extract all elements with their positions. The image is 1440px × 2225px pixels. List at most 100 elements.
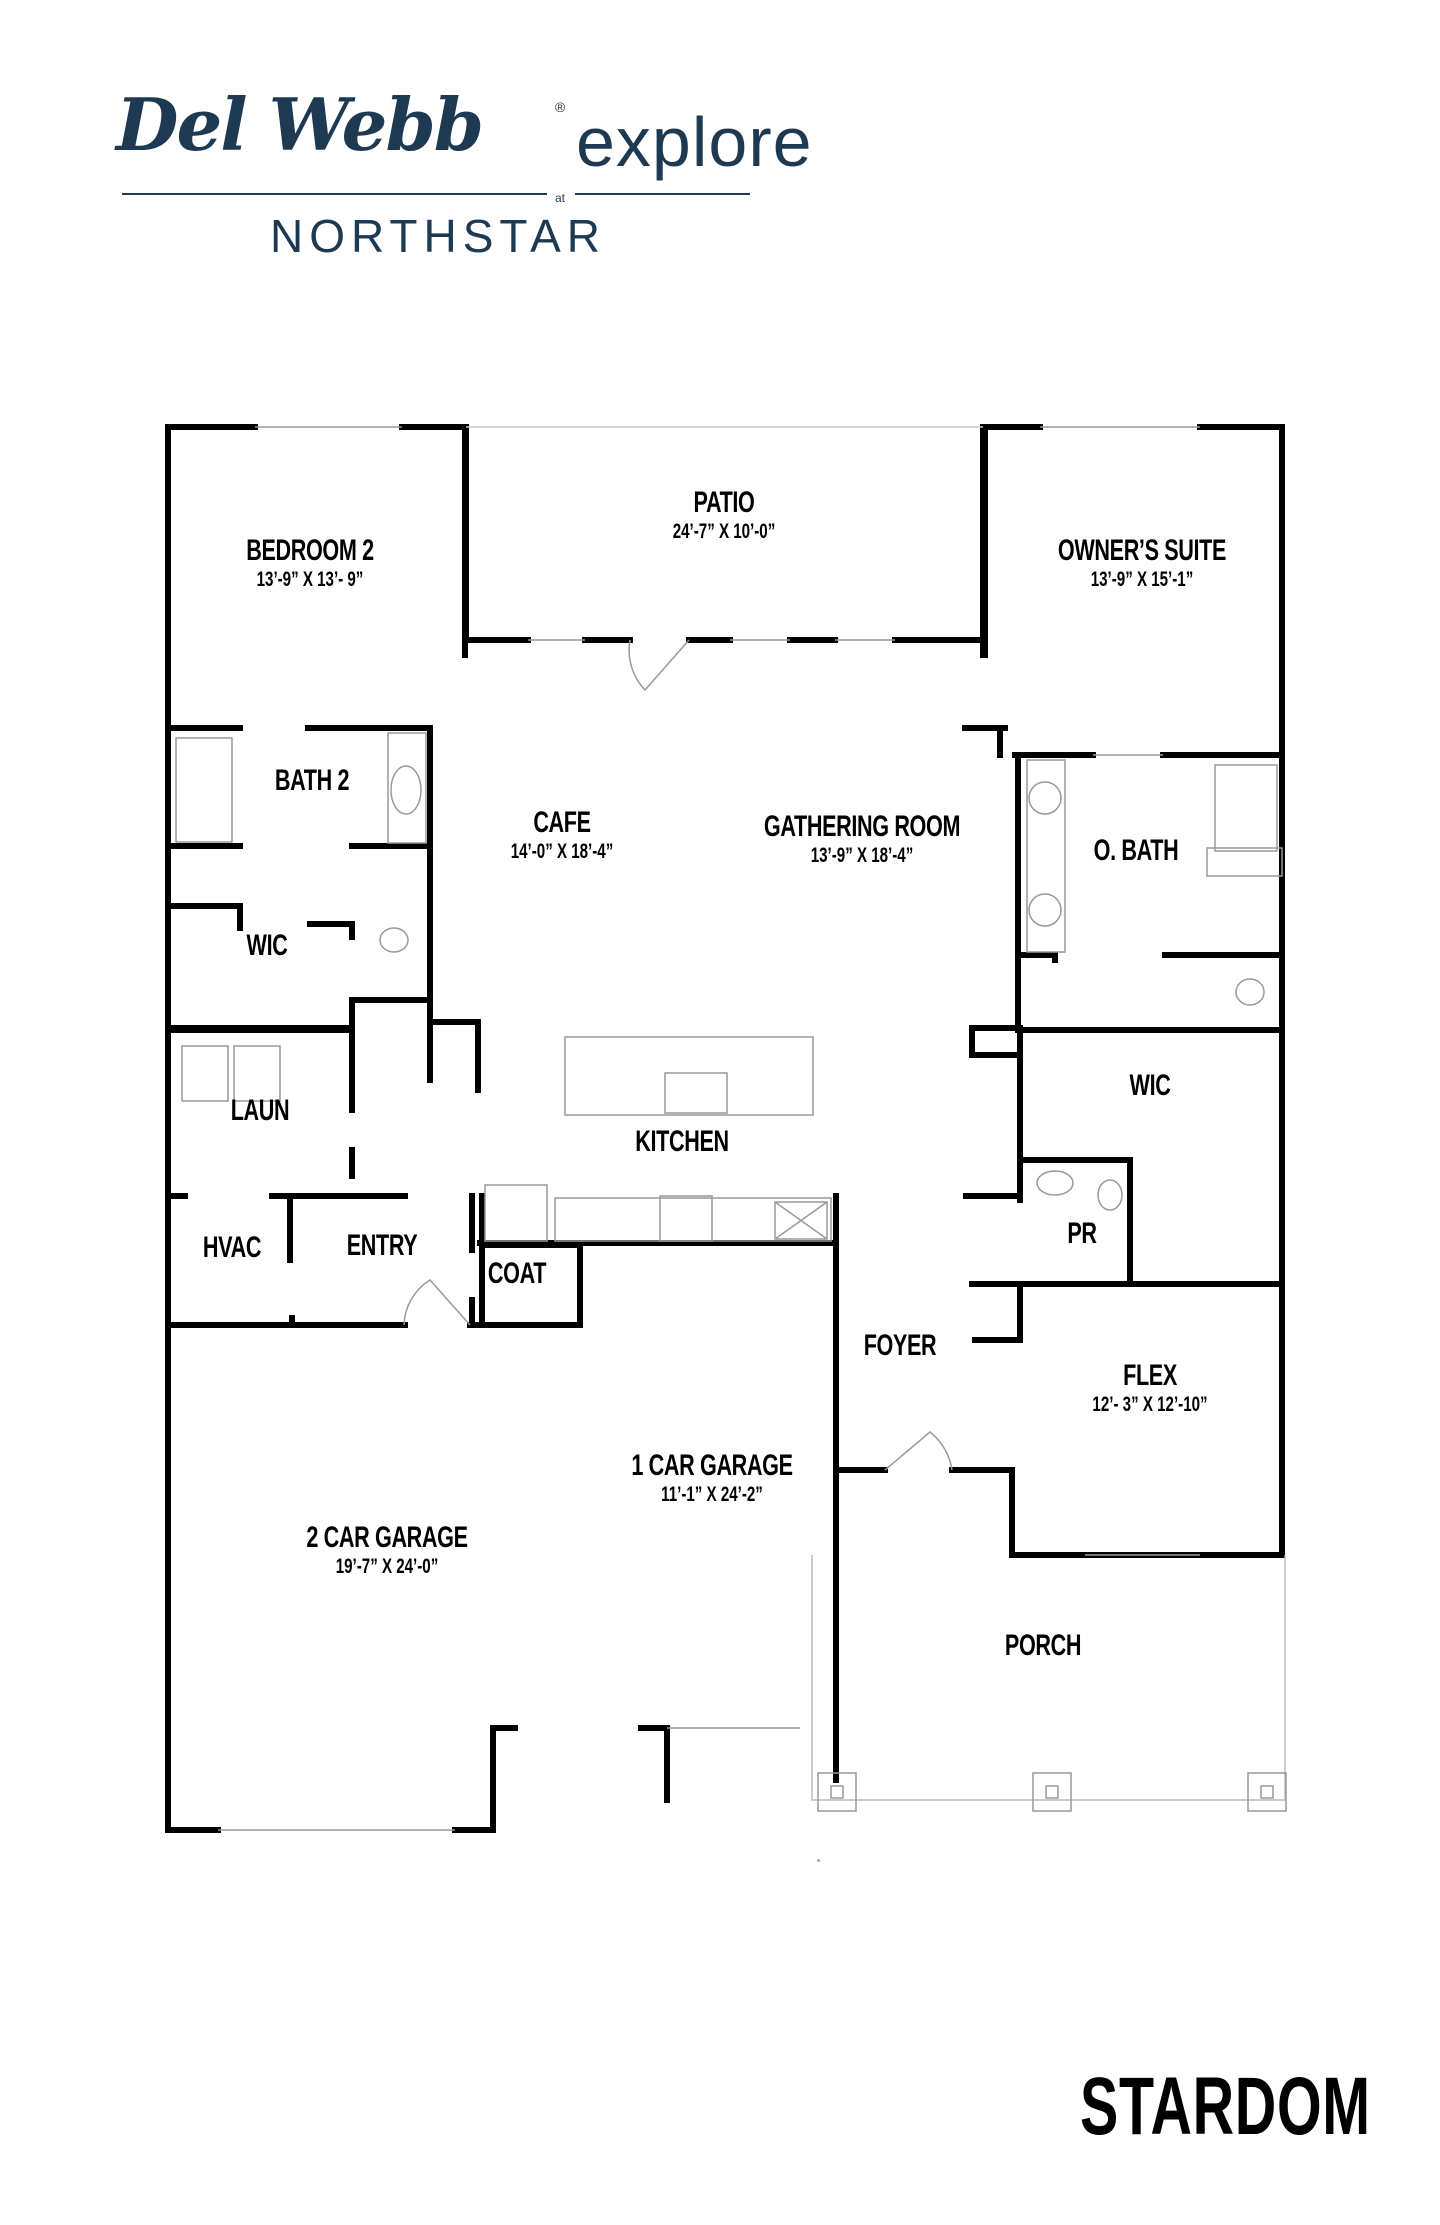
wall [962,725,1008,758]
room-name: PATIO [693,486,755,519]
room-name: ENTRY [346,1229,418,1262]
room-1-car-garage: 1 CAR GARAGE 11’-1” X 24’-2” [600,1450,824,1507]
porch-column-inner [830,1785,844,1799]
logo-brand-word: explore [576,103,813,181]
room-name: GATHERING ROOM [763,810,961,843]
wall [835,1467,1285,1558]
room-name: COAT [487,1257,547,1290]
door-swing [628,639,690,692]
toilet [379,927,409,953]
washer [181,1045,229,1102]
porch-column-inner [1260,1785,1274,1799]
counter [554,1197,832,1242]
room-bath-2: BATH 2 [260,765,363,797]
fixtures [175,426,1287,1862]
dishwasher-x [774,1201,828,1240]
door-swing [884,1431,953,1471]
room-name: CAFE [533,806,591,839]
logo-rule-left [122,193,547,195]
room-laundry: LAUN [219,1095,300,1127]
walls [165,424,1285,1833]
room-dims: 24’-7” X 10’-0” [672,519,776,543]
sink [664,1072,728,1114]
plan-name: STARDOM [1080,2061,1371,2152]
porch-outline [811,1555,1286,1801]
wall [165,1315,295,1328]
room-owners-suite: OWNER’S SUITE 13’-9” X 15’-1” [1025,535,1259,592]
porch-column [817,1772,857,1812]
room-dims: 12’- 3” X 12’-10” [1092,1392,1208,1416]
room-name: KITCHEN [635,1125,729,1158]
bench [1206,847,1283,877]
room-name: WIC [246,929,288,962]
porch-column [1247,1772,1287,1812]
toilet [1235,978,1265,1006]
room-entry: ENTRY [333,1230,431,1262]
room-name: 1 CAR GARAGE [631,1449,793,1482]
cooktop [659,1195,713,1242]
tub [387,732,427,844]
shower [175,737,233,843]
kitchen-island [564,1036,814,1116]
room-coat: COAT [477,1258,558,1290]
fridge [484,1184,548,1242]
room-name: PR [1067,1217,1097,1250]
room-2-car-garage: 2 CAR GARAGE 19’-7” X 24’-0” [275,1522,499,1579]
logo-connector: at [555,191,566,205]
room-dims: 14’-0” X 18’-4” [510,839,614,863]
room-hvac: HVAC [192,1232,273,1264]
wall [1017,1027,1133,1287]
room-owners-bath: O. BATH [1077,835,1195,867]
room-porch: PORCH [990,1630,1096,1662]
registered-mark: ® [555,99,566,115]
tub-basin [390,765,422,815]
sink [1028,893,1062,927]
room-name: 2 CAR GARAGE [306,1521,468,1554]
room-wic-owner: WIC [1122,1070,1179,1102]
room-name: OWNER’S SUITE [1057,534,1227,567]
wall [1015,952,1285,963]
room-wic-bedroom: WIC [239,930,296,962]
shower [1214,764,1278,852]
room-powder: PR [1062,1218,1103,1250]
room-dims: 13’-9” X 13’- 9” [256,567,364,591]
room-name: LAUN [230,1094,290,1127]
logo-brand-script: Del Webb [116,82,484,167]
room-cafe: CAFE 14’-0” X 18’-4” [491,807,633,864]
room-name: BEDROOM 2 [246,534,374,567]
wall [349,997,433,1113]
room-foyer: FOYER [850,1330,951,1362]
del-webb-logo: Del Webb ® explore at NORTHSTAR [110,82,812,265]
wall [165,1027,355,1113]
vanity [1026,759,1066,953]
wall [982,424,1285,1558]
wall [167,903,355,940]
room-dims: 13’-9” X 18’-4” [810,843,914,867]
room-dims: 13’-9” X 15’-1” [1090,567,1194,591]
garage-door [218,1727,800,1831]
room-bedroom-2: BEDROOM 2 13’-9” X 13’- 9” [221,535,398,592]
logo-rule-right [575,193,750,195]
dot [817,1859,820,1862]
porch-column-inner [1045,1785,1059,1799]
wall [969,1025,1023,1058]
door-swing [403,1279,471,1326]
room-name: O. BATH [1093,834,1179,867]
room-name: FLEX [1123,1359,1177,1392]
wall [1015,752,1285,1033]
wall [427,725,481,1093]
room-kitchen: KITCHEN [617,1126,747,1158]
room-name: WIC [1129,1069,1171,1102]
logo-community: NORTHSTAR [270,210,606,262]
room-gathering-room: GATHERING ROOM 13’-9” X 18’-4” [726,811,998,868]
wall [969,1281,1023,1343]
room-name: FOYER [863,1329,937,1362]
room-name: BATH 2 [274,764,350,797]
room-name: PORCH [1004,1629,1082,1662]
room-dims: 11’-1” X 24’-2” [661,1482,763,1506]
wall [165,1725,518,1833]
porch-column [1032,1772,1072,1812]
pr-sink [1036,1170,1074,1196]
sink [1028,781,1062,815]
